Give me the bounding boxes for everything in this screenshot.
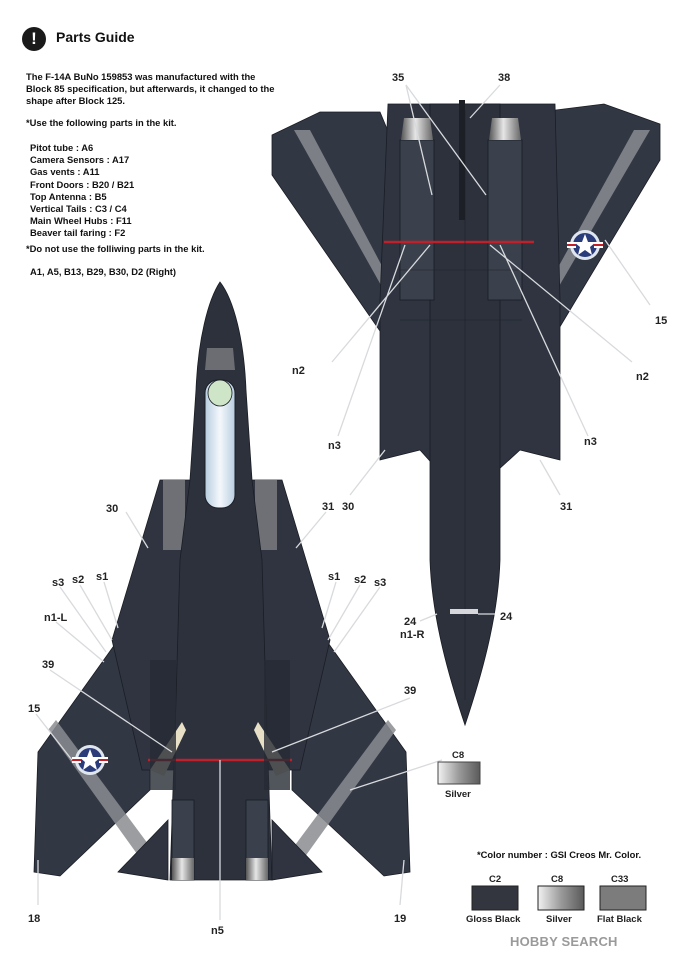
callout-24-left: 24 bbox=[404, 616, 417, 628]
callout-39-left: 39 bbox=[42, 659, 54, 671]
callout-n3-left: n3 bbox=[328, 440, 341, 452]
callout-30-bottom: 30 bbox=[342, 501, 354, 513]
callout-s3-right: s3 bbox=[374, 577, 386, 589]
roundel-insignia-top bbox=[72, 745, 108, 775]
swatch-name-flat-black: Flat Black bbox=[597, 914, 643, 925]
swatch-name-gloss-black: Gloss Black bbox=[466, 914, 521, 925]
callout-19: 19 bbox=[394, 913, 406, 925]
list-item: Beaver tail faring : F2 bbox=[30, 227, 126, 239]
swatch-flat-black bbox=[599, 885, 647, 911]
callout-38: 38 bbox=[498, 72, 510, 84]
callout-15-left: 15 bbox=[28, 703, 40, 715]
swatch-silver bbox=[537, 885, 585, 911]
callout-s1-left: s1 bbox=[96, 571, 108, 583]
nozzle-right-top bbox=[246, 858, 268, 880]
callout-s3-left: s3 bbox=[52, 577, 64, 589]
swatch-code-c2: C2 bbox=[489, 874, 501, 885]
callout-s2-right: s2 bbox=[354, 574, 366, 586]
use-parts-note: *Use the following parts in the kit. bbox=[26, 117, 177, 128]
swatch-gloss-black bbox=[471, 885, 519, 911]
callout-31-top: 31 bbox=[322, 501, 334, 513]
list-item: Main Wheel Hubs : F11 bbox=[30, 215, 132, 227]
color-legend: C2 Gloss Black C8 Silver C33 Flat Black bbox=[466, 874, 647, 925]
nozzle-right-bottom bbox=[489, 118, 521, 140]
dont-use-note: *Do not use the folliwing parts in the k… bbox=[26, 243, 205, 254]
swatch-name-silver: Silver bbox=[546, 914, 572, 925]
callout-swatch-code: C8 bbox=[452, 750, 464, 761]
fuselage-top bbox=[169, 281, 273, 881]
callout-n2-right: n2 bbox=[636, 371, 649, 383]
callout-n1-l: n1-L bbox=[44, 612, 68, 624]
color-note: *Color number : GSI Creos Mr. Color. bbox=[477, 849, 642, 860]
top-view-aircraft bbox=[33, 281, 411, 881]
parts-list: Pitot tube : A6 Camera Sensors : A17 Gas… bbox=[30, 142, 134, 240]
bottom-view-aircraft bbox=[271, 100, 661, 727]
swatch-code-c33: C33 bbox=[611, 874, 628, 885]
list-item: Vertical Tails : C3 / C4 bbox=[30, 203, 127, 215]
list-item: Front Doors : B20 / B21 bbox=[30, 178, 135, 190]
callout-39-right: 39 bbox=[404, 685, 416, 697]
callout-n2-left: n2 bbox=[292, 365, 305, 377]
list-item: Camera Sensors : A17 bbox=[30, 154, 130, 166]
callout-s1-right: s1 bbox=[328, 571, 340, 583]
leader-lines bbox=[35, 84, 651, 920]
callout-18: 18 bbox=[28, 913, 40, 925]
roundel-insignia-bottom bbox=[567, 230, 603, 260]
callout-n5: n5 bbox=[211, 925, 224, 937]
nozzle-left-top bbox=[172, 858, 194, 880]
intro-text: The F-14A BuNo 159853 was manufactured w… bbox=[26, 71, 275, 107]
swatch-code-c8: C8 bbox=[551, 874, 563, 885]
dont-use-list: A1, A5, B13, B29, B30, D2 (Right) bbox=[30, 266, 177, 277]
callout-15-right: 15 bbox=[655, 315, 667, 327]
list-item: Gas vents : A11 bbox=[30, 166, 100, 178]
callout-30-top: 30 bbox=[106, 503, 118, 515]
watermark: HOBBY SEARCH bbox=[510, 934, 618, 949]
callout-swatch-chip bbox=[437, 761, 481, 785]
exclamation-icon: ! bbox=[22, 27, 46, 51]
callout-35: 35 bbox=[392, 72, 404, 84]
list-item: Top Antenna : B5 bbox=[30, 190, 107, 202]
page-title: Parts Guide bbox=[56, 29, 135, 45]
callout-31-bottom: 31 bbox=[560, 501, 572, 513]
callout-swatch-name: Silver bbox=[445, 789, 471, 800]
callout-n3-right: n3 bbox=[584, 436, 597, 448]
callout-s2-left: s2 bbox=[72, 574, 84, 586]
callout-24-right: 24 bbox=[500, 611, 513, 623]
list-item: Pitot tube : A6 bbox=[30, 142, 94, 153]
callout-n1-r: n1-R bbox=[400, 629, 425, 641]
